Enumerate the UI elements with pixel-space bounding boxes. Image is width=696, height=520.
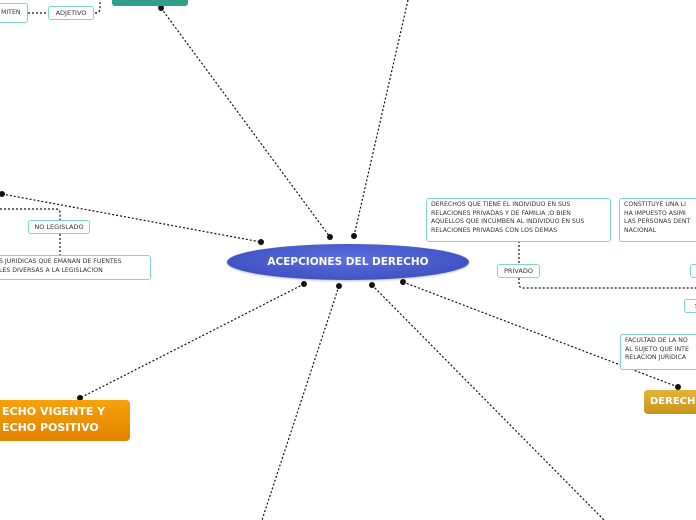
privado-desc-line-3: AQUELLOS QUE INCUMBEN AL INDIVIDUO EN SU… — [431, 218, 585, 226]
derecho-vigente-line-1: ECHO VIGENTE Y — [2, 405, 106, 418]
derech-label: DERECH — [650, 396, 696, 407]
derech-node[interactable]: DERECH — [644, 390, 696, 414]
facultad-line-3: RELACION JURIDICA — [625, 354, 687, 362]
se-node[interactable]: SE — [684, 299, 696, 313]
fuentes-line-2: LES DIVERSAS A LA LEGISLACION — [0, 266, 103, 274]
link-to-top-right — [353, 0, 409, 237]
link-to-left — [1, 193, 262, 243]
privado-description-node[interactable]: DERECHOS QUE TIENE EL INDIVIDUO EN SUS R… — [426, 198, 611, 242]
adjetivo-label: ADJETIVO — [55, 9, 87, 17]
link-to-top-teal — [160, 7, 331, 238]
privado-desc-line-2: RELACIONES PRIVADAS Y DE FAMILIA ;O BIEN — [431, 209, 571, 217]
adjetivo-node[interactable]: ADJETIVO — [48, 6, 94, 20]
link-privado-right — [518, 278, 696, 289]
constituye-node[interactable]: CONSTITUYE UNA LI HA IMPUESTO ASIMI LAS … — [619, 198, 696, 242]
privado-desc-line-4: RELACIONES PRIVADAS CON LOS DEMAS — [431, 226, 558, 234]
privado-desc-line-1: DERECHOS QUE TIENE EL INDIVIDUO EN SUS — [431, 201, 571, 208]
no-legislado-label: NO LEGISLADO — [34, 223, 84, 231]
constituye-line-1: CONSTITUYE UNA LI — [624, 201, 686, 208]
se-label: SE — [695, 302, 696, 310]
no-legislado-node[interactable]: NO LEGISLADO — [28, 220, 90, 234]
fuentes-line-1: S JURIDICAS QUE EMANAN DE FUENTES — [0, 258, 122, 265]
link-to-bottom-right — [371, 284, 605, 520]
privado-node[interactable]: PRIVADO — [497, 264, 540, 278]
constituye-line-2: HA IMPUESTO ASIMI — [624, 209, 686, 217]
privado-label: PRIVADO — [504, 267, 533, 275]
central-topic-label: ACEPCIONES DEL DERECHO — [267, 256, 429, 268]
top-topic-node[interactable] — [112, 0, 188, 6]
admiten-label: MITEN — [1, 9, 21, 16]
facultad-node[interactable]: FACULTAD DE LA NO AL SUJETO QUE INTE REL… — [620, 334, 696, 370]
constituye-tag-node[interactable] — [690, 264, 696, 278]
fuentes-node[interactable]: S JURIDICAS QUE EMANAN DE FUENTES LES DI… — [0, 255, 151, 280]
link-no-legislado — [0, 208, 61, 220]
derecho-vigente-node[interactable]: ECHO VIGENTE Y ECHO POSITIVO — [0, 400, 130, 441]
link-to-derecho-vigente — [79, 283, 305, 399]
facultad-line-1: FACULTAD DE LA NO — [625, 337, 688, 344]
derecho-vigente-line-2: ECHO POSITIVO — [2, 421, 99, 434]
link-to-bottom — [261, 285, 340, 520]
facultad-line-2: AL SUJETO QUE INTE — [625, 345, 689, 353]
admiten-node[interactable]: MITEN — [0, 3, 28, 23]
central-topic[interactable]: ACEPCIONES DEL DERECHO — [227, 244, 469, 280]
link-adjetivo-up — [94, 0, 101, 14]
constituye-line-4: NACIONAL — [624, 226, 657, 234]
constituye-line-3: LAS PERSONAS DENT — [624, 218, 691, 226]
